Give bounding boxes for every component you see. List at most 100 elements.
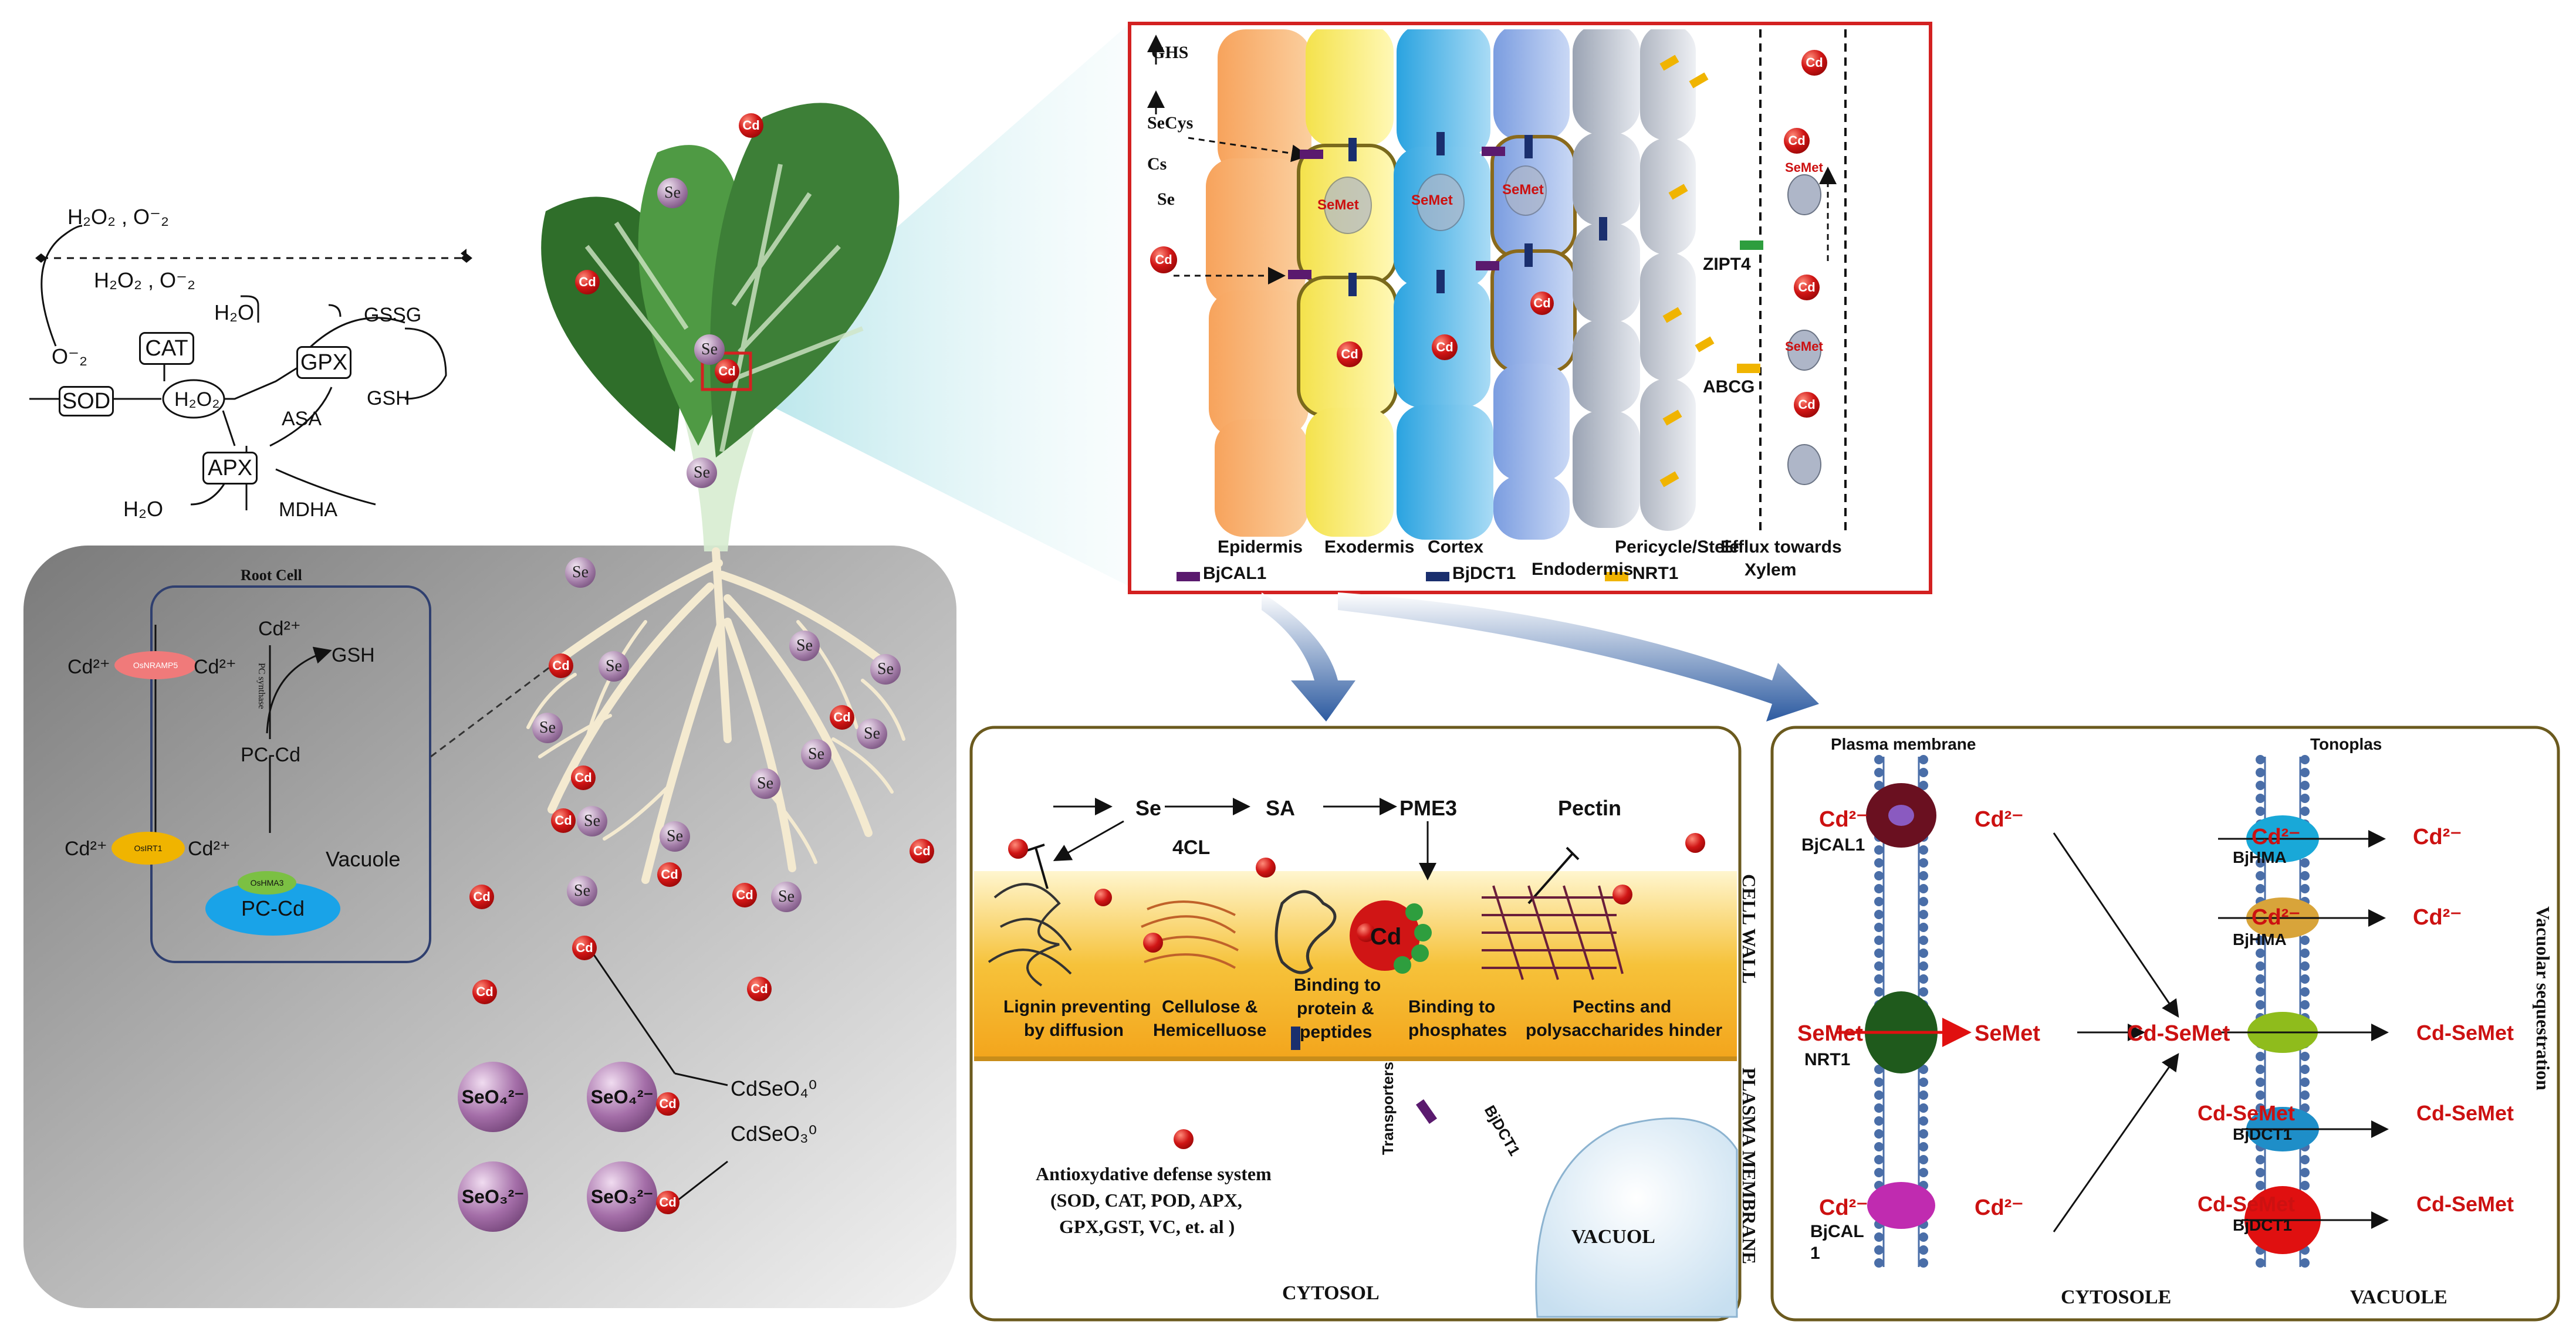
vacuole-label: Vacuole — [326, 847, 401, 871]
cdseo4-label: CdSeO₄⁰ — [731, 1076, 817, 1100]
lipid-head — [1874, 923, 1884, 932]
cd-ion: Cd — [1784, 128, 1810, 154]
layer-efflux: Efflux towards — [1720, 537, 1842, 557]
asa-label: ASA — [282, 408, 322, 430]
se-particle: Se — [750, 768, 780, 799]
cd-ion-label: Cd²⁺ — [65, 838, 107, 860]
cell-wall-vertical-label: CELL WALL — [1739, 874, 1760, 984]
lipid-head — [1874, 910, 1884, 919]
abcg-label: ABCG — [1703, 377, 1755, 397]
cd-ion-text: Cd — [555, 813, 572, 828]
tissue-overlay — [1147, 29, 1847, 581]
se-particle-text: Se — [572, 563, 589, 581]
lipid-head — [2256, 781, 2265, 790]
cd-ion-text: Cd — [913, 844, 931, 858]
cd-ion-label: Cd²⁺ — [188, 838, 231, 860]
cd-ion: Cd — [739, 113, 763, 138]
cd-ion-label: Cd²⁻ — [1819, 1195, 1868, 1220]
antiox-title: Antioxydative defense system — [1036, 1163, 1272, 1184]
cd-ion-text: Cd — [1155, 252, 1172, 267]
lipid-head — [2256, 884, 2265, 893]
sod-box: SOD — [59, 386, 114, 416]
cd-ion: Cd — [1801, 50, 1827, 76]
osirt1-label: OsIRT1 — [134, 844, 163, 853]
vacuol-label: VACUOL — [1571, 1226, 1655, 1248]
se-particle: Se — [577, 806, 607, 836]
cd-ion: Cd — [1794, 392, 1820, 418]
epidermis-cell — [1206, 158, 1306, 305]
lipid-head — [1919, 845, 1928, 855]
lipid-head — [1874, 755, 1884, 764]
lipid-head — [1919, 949, 1928, 958]
se-particle-text: Se — [796, 636, 813, 655]
lipid-head — [1919, 884, 1928, 893]
cd-ion-text: Cd — [476, 984, 493, 999]
bjhma-label: BjHMA — [2233, 930, 2287, 949]
semet-label: SeMet — [1785, 339, 1823, 354]
lipid-head — [2300, 755, 2310, 764]
cd-ion-text: Cd — [718, 364, 736, 378]
gsh-label: GSH — [332, 644, 375, 666]
cd-ion-text: Cd — [1798, 397, 1816, 412]
cat-box: CAT — [139, 332, 194, 365]
lipid-head — [1919, 936, 1928, 945]
lipid-head — [2300, 974, 2310, 984]
cd-ion: Cd — [1794, 275, 1820, 300]
cs-label: Cs — [1147, 154, 1167, 174]
lipid-head — [1919, 1129, 1928, 1139]
se-particle-text: Se — [701, 340, 718, 358]
cd-ion: Cd — [1337, 341, 1363, 367]
lipid-head — [1919, 974, 1928, 984]
apx-box: APX — [202, 452, 258, 485]
legend-bjdct1: BjDCT1 — [1452, 564, 1516, 583]
semet-label: SeMet — [1785, 160, 1823, 175]
lipid-head — [1874, 1232, 1884, 1242]
lipid-head — [1874, 768, 1884, 777]
stele-cell — [1640, 29, 1696, 141]
cd-ion: Cd — [656, 1092, 680, 1116]
cdseo3-label: CdSeO₃⁰ — [731, 1122, 817, 1146]
layer-cortex: Cortex — [1428, 537, 1484, 557]
lipid-head — [2300, 871, 2310, 880]
cd-ion-label: Cd²⁺ — [258, 618, 301, 640]
selenite-label: SeO₃²⁻ — [461, 1186, 525, 1207]
lipid-head — [2256, 1168, 2265, 1177]
cd-ion-text: Cd — [661, 867, 678, 882]
lipid-head — [1919, 923, 1928, 932]
se-particle-text: Se — [606, 657, 622, 675]
cw-sa: SA — [1266, 796, 1296, 820]
lipid-head — [2256, 1090, 2265, 1100]
vacuole-pc-cd-label: PC-Cd — [241, 896, 305, 920]
lipid-head — [1874, 949, 1884, 958]
cd-ion: Cd — [1432, 334, 1458, 360]
cd-ion: Cd — [571, 765, 596, 790]
cd-semet-label: Cd-SeMet — [2416, 1192, 2514, 1216]
lipid-head — [2300, 781, 2310, 790]
cw-cd-label: Cd — [1370, 924, 1402, 950]
exodermis-cell — [1306, 408, 1394, 537]
selenite-label: SeO₃²⁻ — [590, 1186, 654, 1207]
cd-ion: Cd — [657, 862, 682, 887]
tonoplas-label: Tonoplas — [2310, 735, 2382, 753]
lipid-head — [2300, 768, 2310, 777]
se-particle: Se — [857, 719, 887, 749]
lipid-head — [2256, 871, 2265, 880]
cd-ion-text: Cd — [579, 275, 596, 289]
bjcal1-label: BjCAL — [1810, 1222, 1864, 1241]
lipid-head — [2300, 884, 2310, 893]
selenite-particle: SeO₃²⁻ — [458, 1161, 528, 1232]
lipid-head — [2256, 1155, 2265, 1164]
semet-label: SeMet — [1502, 182, 1544, 198]
cw-bind-phos-2: phosphates — [1408, 1021, 1507, 1040]
lipid-head — [1874, 884, 1884, 893]
lipid-head — [1874, 1090, 1884, 1100]
cd-ion-text: Cd — [1533, 296, 1551, 310]
lipid-head — [2256, 1000, 2265, 1010]
cd-ion: Cd — [830, 705, 854, 730]
cortex-cell — [1397, 405, 1493, 540]
cw-lignin-2: by diffusion — [1024, 1021, 1124, 1040]
lipid-head — [1874, 1078, 1884, 1087]
se-particle-text: Se — [778, 888, 795, 906]
cd-semet-label: Cd-SeMet — [2198, 1101, 2296, 1125]
